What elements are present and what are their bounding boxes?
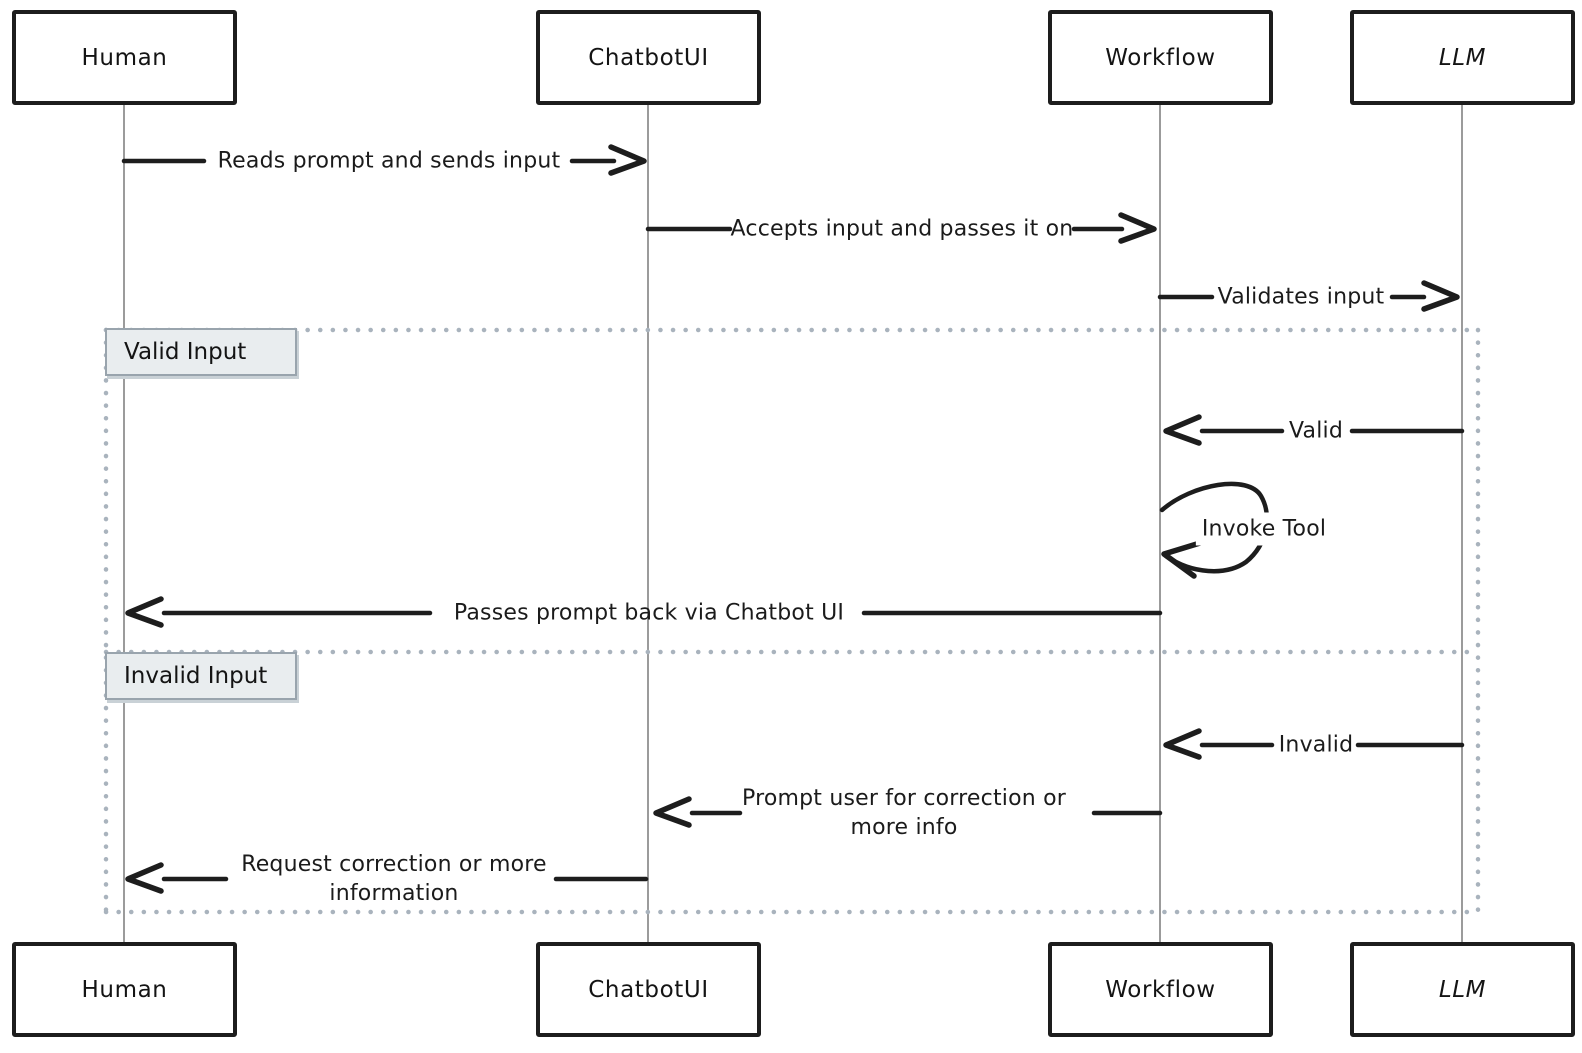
message-1-arrow <box>121 144 647 176</box>
participant-llm-top: LLM <box>1350 10 1575 105</box>
message-6-label: Passes prompt back via Chatbot UI <box>453 600 845 626</box>
participant-llm-bottom: LLM <box>1350 942 1575 1037</box>
participant-human-bottom: Human <box>12 942 237 1037</box>
frame-label-valid-input: Valid Input <box>105 328 297 376</box>
message-9-label: Request correction or more information <box>241 851 547 906</box>
arrow-head-right <box>608 144 647 176</box>
message-8-arrow <box>653 796 1163 828</box>
participant-label: Workflow <box>1105 44 1216 71</box>
participant-chatbotui-bottom: ChatbotUI <box>536 942 761 1037</box>
participant-label: Workflow <box>1105 976 1216 1003</box>
participant-label: ChatbotUI <box>588 976 709 1003</box>
message-4-arrow <box>1163 414 1465 446</box>
participant-label: ChatbotUI <box>588 44 709 71</box>
frame-label-text: Invalid Input <box>124 663 268 689</box>
participant-workflow-top: Workflow <box>1048 10 1273 105</box>
participant-chatbotui-top: ChatbotUI <box>536 10 761 105</box>
participant-label: Human <box>81 976 168 1003</box>
arrow-head-left <box>125 862 164 894</box>
arrow-head-right <box>1118 212 1157 244</box>
arrow-head-right <box>1421 280 1460 312</box>
message-3-arrow <box>1157 280 1460 312</box>
lifelines <box>123 105 1463 942</box>
frame-label-text: Valid Input <box>124 339 247 365</box>
message-7-arrow <box>1163 728 1465 760</box>
alt-frame-border <box>103 327 1481 915</box>
message-9-arrow <box>125 862 649 894</box>
message-2-arrow <box>645 212 1157 244</box>
message-2-label: Accepts input and passes it on <box>730 216 1074 242</box>
participant-label: LLM <box>1438 976 1487 1003</box>
message-4-label: Valid <box>1288 418 1344 444</box>
message-3-label: Validates input <box>1217 284 1385 310</box>
participant-human-top: Human <box>12 10 237 105</box>
message-7-label: Invalid <box>1278 732 1354 758</box>
frame-label-invalid-input: Invalid Input <box>105 652 297 700</box>
arrow-head-left <box>1163 728 1202 760</box>
arrow-head-left <box>653 796 692 828</box>
arrow-head-left <box>125 596 164 628</box>
message-6-arrow <box>125 596 1163 628</box>
message-1-label: Reads prompt and sends input <box>217 148 561 174</box>
participant-label: LLM <box>1438 44 1487 71</box>
participant-workflow-bottom: Workflow <box>1048 942 1273 1037</box>
arrow-head-left <box>1161 540 1203 579</box>
message-arrows <box>121 144 1465 894</box>
participant-label: Human <box>81 44 168 71</box>
self-loop-label: Invoke Tool <box>1195 512 1333 546</box>
message-8-label: Prompt user for correction or more info <box>742 785 1066 840</box>
arrow-head-left <box>1163 414 1202 446</box>
